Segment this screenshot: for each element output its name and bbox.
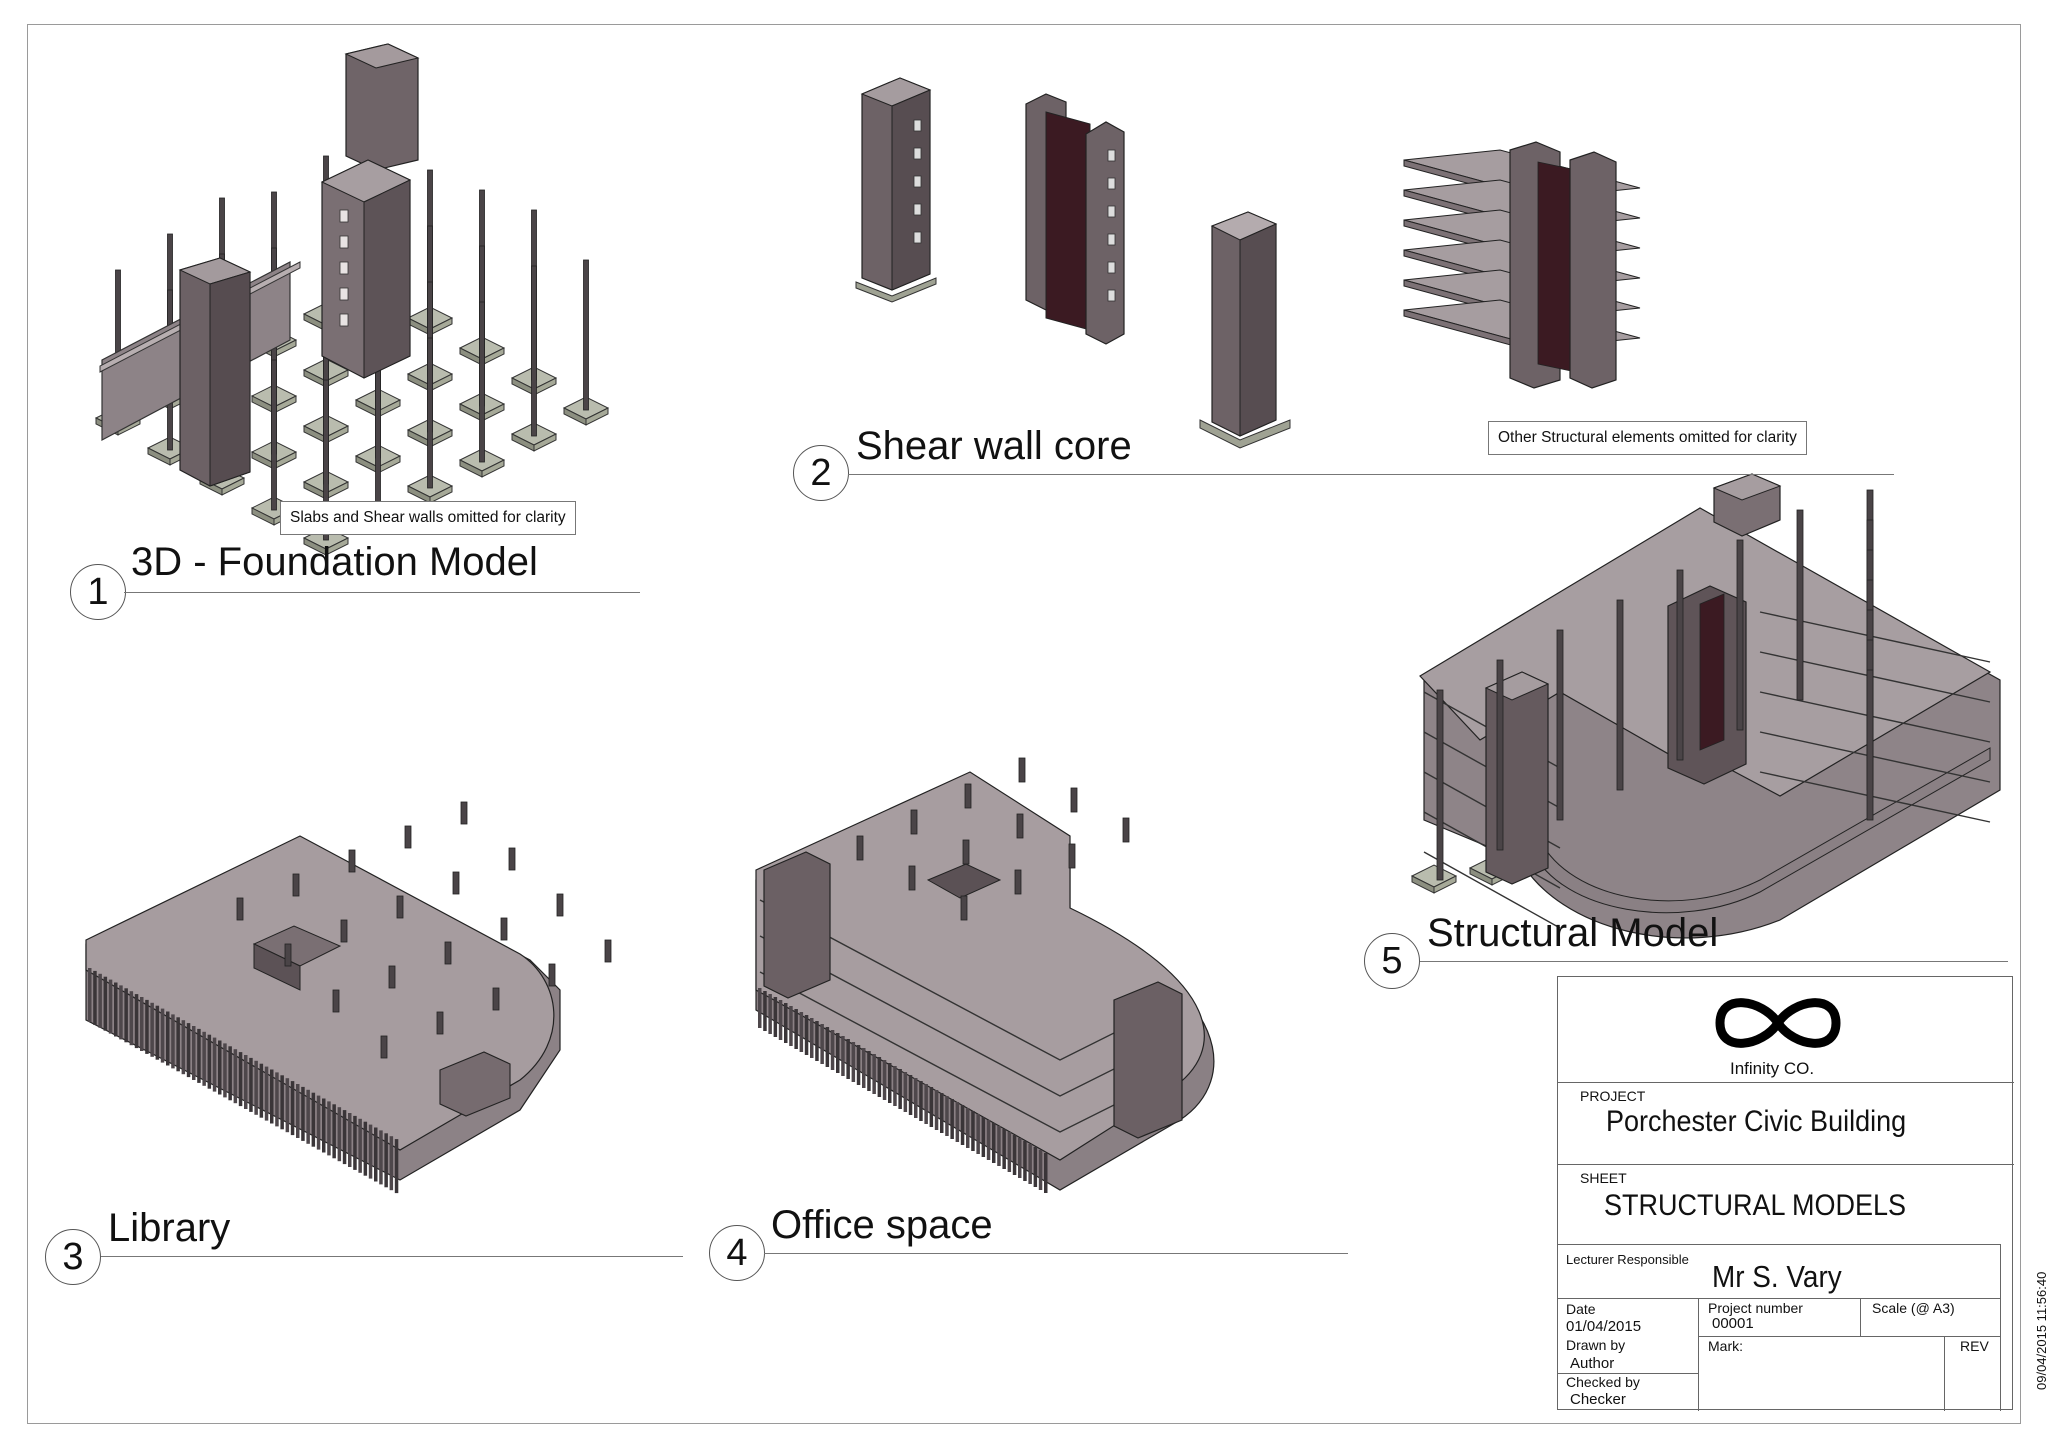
tb-divider — [1558, 1082, 2014, 1083]
project-name: Porchester Civic Building — [1606, 1105, 1907, 1138]
date-value: 01/04/2015 — [1566, 1318, 1642, 1335]
view-1-number: 1 — [70, 564, 126, 620]
drawn-by-label: Drawn by — [1566, 1337, 1626, 1353]
view-1-note: Slabs and Shear walls omitted for clarit… — [280, 501, 576, 535]
view-4-title: Office space — [771, 1203, 993, 1247]
checked-by-value: Checker — [1570, 1391, 1626, 1408]
view-2-title: Shear wall core — [856, 424, 1132, 468]
view-4-title-line — [764, 1253, 1348, 1254]
date-label: Date — [1566, 1301, 1596, 1317]
tb-divider — [1558, 1164, 2014, 1165]
tb-divider — [1558, 1244, 2000, 1245]
tb-divider — [2000, 1244, 2001, 1411]
scale-label: Scale (@ A3) — [1872, 1300, 1955, 1316]
tb-divider — [1558, 1298, 2000, 1299]
tb-divider — [1944, 1336, 1945, 1411]
view-1-title: 3D - Foundation Model — [131, 540, 538, 584]
checked-by-label: Checked by — [1566, 1374, 1640, 1390]
view-3-title: Library — [108, 1206, 231, 1250]
drawn-by-value: Author — [1570, 1355, 1615, 1372]
view-4-number: 4 — [709, 1225, 765, 1281]
view-2-note: Other Structural elements omitted for cl… — [1488, 421, 1807, 455]
sheet-border — [27, 24, 2021, 1424]
view-2-title-line — [848, 474, 1894, 475]
rev-label: REV — [1960, 1338, 1989, 1354]
view-5-title: Structural Model — [1427, 911, 1719, 955]
project-label: PROJECT — [1580, 1088, 1646, 1104]
print-timestamp: 09/04/2015 11:56:40 — [2034, 1271, 2048, 1390]
tb-divider — [1558, 1373, 1698, 1374]
tb-divider — [1698, 1298, 1699, 1411]
view-3-title-line — [101, 1256, 683, 1257]
shear-wall-core-drawing — [855, 77, 1641, 449]
project-number-label: Project number — [1708, 1300, 1803, 1316]
view-5-number: 5 — [1364, 933, 1420, 989]
view-3-number: 3 — [45, 1229, 101, 1285]
office-model-drawing — [755, 757, 1215, 1193]
title-block: Infinity CO. PROJECT Porchester Civic Bu… — [1557, 976, 2014, 1411]
tb-divider — [1860, 1298, 1861, 1336]
infinity-logo-icon — [1715, 998, 1841, 1048]
tb-divider — [1698, 1336, 2000, 1337]
project-number-value: 00001 — [1712, 1315, 1754, 1332]
view-2-number: 2 — [793, 445, 849, 501]
view-1-title-line — [124, 592, 640, 593]
mark-label: Mark: — [1708, 1338, 1743, 1354]
lecturer-name: Mr S. Vary — [1712, 1259, 1842, 1294]
lecturer-label: Lecturer Responsible — [1566, 1252, 1689, 1267]
sheet-label: SHEET — [1580, 1170, 1627, 1186]
full-structural-model-drawing — [1411, 473, 2001, 939]
sheet-name: STRUCTURAL MODELS — [1604, 1189, 1907, 1222]
view-5-title-line — [1420, 961, 2008, 962]
library-model-drawing — [85, 801, 612, 1194]
company-name: Infinity CO. — [1730, 1059, 1815, 1078]
foundation-model-drawing — [95, 43, 609, 556]
